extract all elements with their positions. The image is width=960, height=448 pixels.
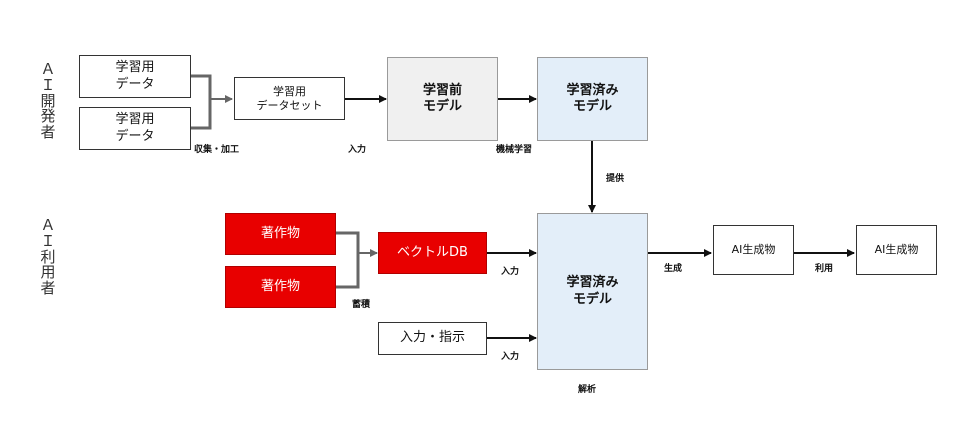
trained-model-box-main: 学習済み モデル — [537, 213, 648, 370]
ai-output-box-2: AI生成物 — [856, 225, 937, 275]
copyrighted-work-box-1: 著作物 — [225, 213, 336, 255]
label-input-vectordb: 入力 — [501, 267, 520, 277]
label-analysis: 解析 — [578, 385, 597, 395]
pretrained-model-box: 学習前 モデル — [387, 57, 498, 141]
section-label-user: Ａ Ｉ 利 用 者 — [40, 216, 56, 297]
label-generate: 生成 — [664, 264, 683, 274]
label-input-instruction: 入力 — [501, 352, 520, 362]
label-machine-learning: 機械学習 — [496, 145, 533, 155]
section-label-developer: Ａ Ｉ 開 発 者 — [40, 60, 56, 141]
ai-output-box-1: AI生成物 — [713, 225, 794, 275]
trained-model-box-top: 学習済み モデル — [537, 57, 648, 141]
label-collect-process: 収集・加工 — [194, 145, 240, 155]
label-use: 利用 — [815, 264, 834, 274]
user-merge-connector — [336, 231, 360, 289]
label-provide: 提供 — [606, 174, 625, 184]
vector-db-box: ベクトルDB — [378, 232, 487, 274]
copyrighted-work-box-2: 著作物 — [225, 266, 336, 308]
input-instruction-box: 入力・指示 — [378, 322, 487, 355]
training-data-box-1: 学習用 データ — [79, 55, 191, 98]
dev-merge-connector — [191, 74, 212, 130]
label-input-top: 入力 — [348, 145, 367, 155]
training-data-box-2: 学習用 データ — [79, 107, 191, 150]
label-accumulate: 蓄積 — [352, 300, 371, 310]
training-dataset-box: 学習用 データセット — [234, 77, 345, 120]
